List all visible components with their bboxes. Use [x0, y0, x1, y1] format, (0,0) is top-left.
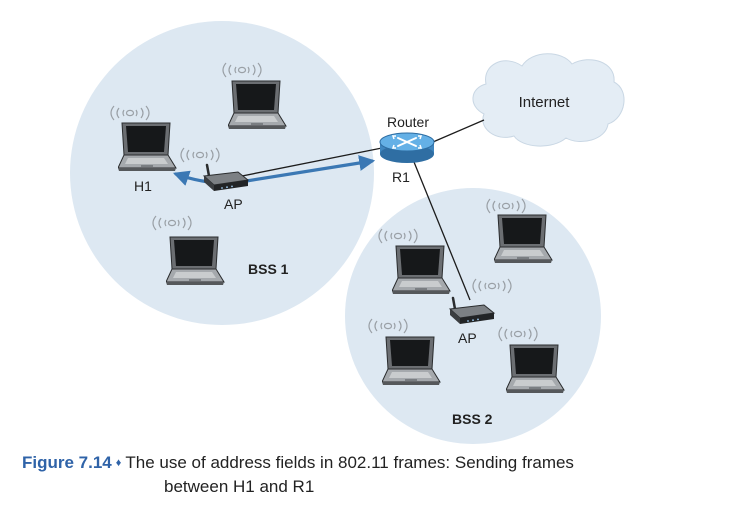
bss1-label: BSS 1	[248, 261, 289, 277]
ap2-label: AP	[458, 330, 477, 346]
ap1-label: AP	[224, 196, 243, 212]
figure-number: Figure 7.14	[22, 453, 112, 472]
bss2-label: BSS 2	[452, 411, 493, 427]
router-id-label: R1	[392, 169, 410, 185]
figure-caption: Figure 7.14♦The use of address fields in…	[22, 452, 722, 497]
caption-line2: between H1 and R1	[164, 477, 315, 496]
internet-cloud-icon	[472, 53, 625, 147]
router-internet-link	[425, 119, 485, 146]
router-ap2-link	[413, 161, 471, 301]
caption-line1: The use of address fields in 802.11 fram…	[125, 453, 574, 472]
h1-label: H1	[134, 178, 152, 194]
router-label: Router	[387, 114, 429, 130]
internet-label: Internet	[519, 94, 571, 111]
caption-separator: ♦	[115, 457, 122, 469]
router-icon	[379, 132, 435, 163]
network-diagram: Internet Router R1 H1 AP BSS 1	[70, 21, 625, 444]
